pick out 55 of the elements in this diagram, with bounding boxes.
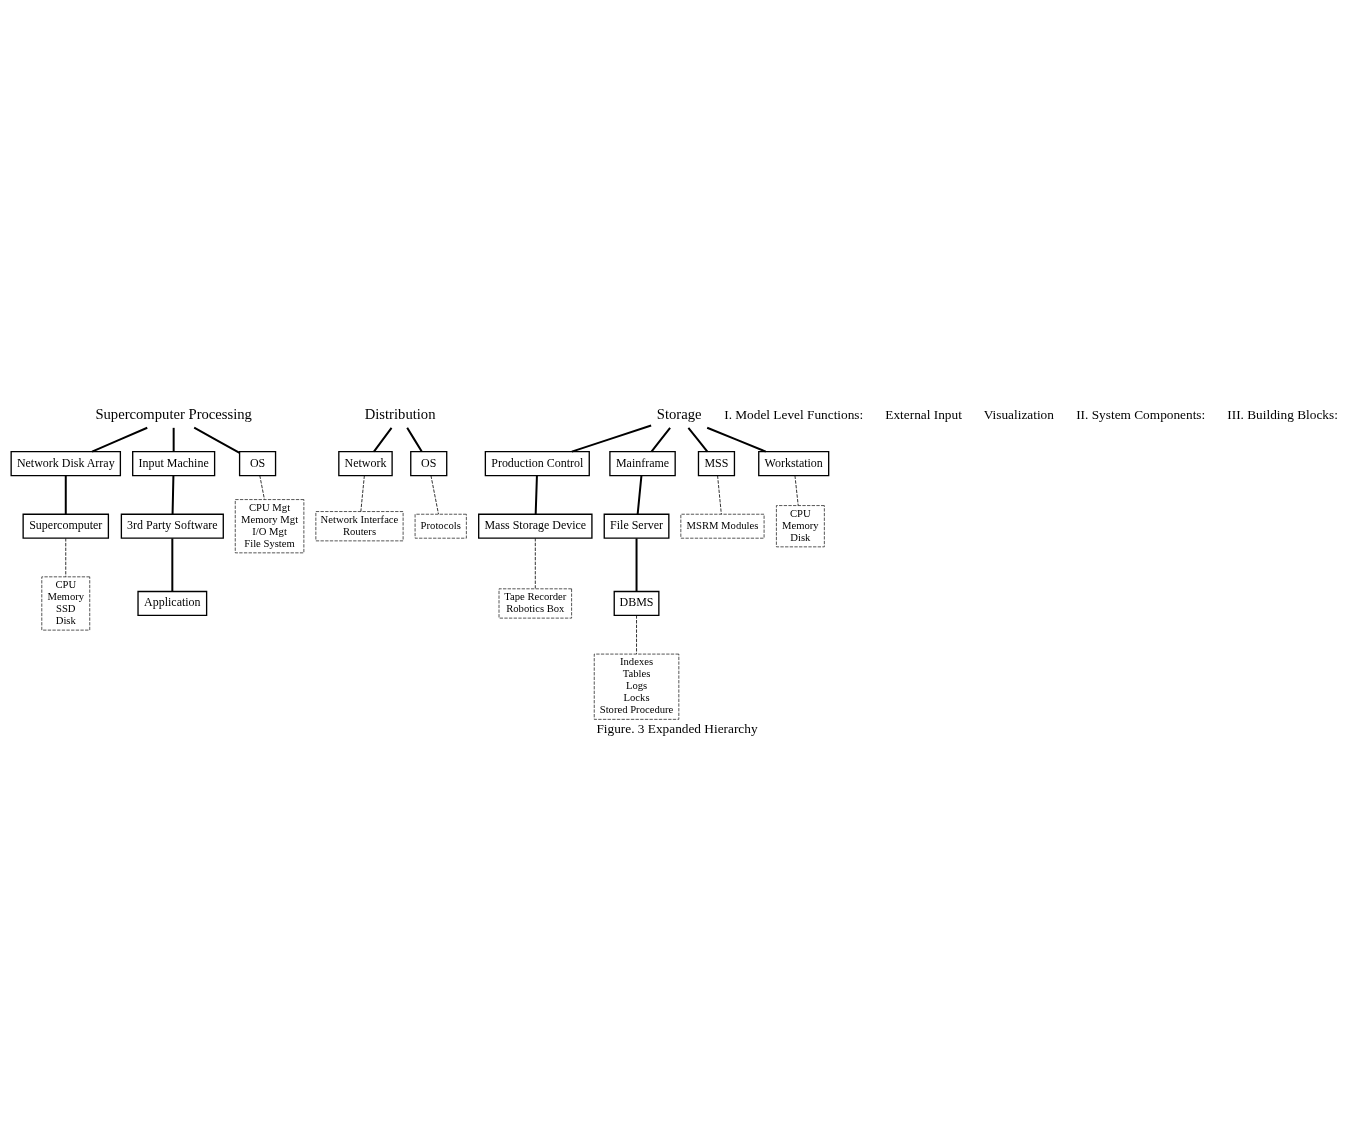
node-box: Mass Storage Device xyxy=(478,513,593,539)
connector xyxy=(717,475,722,515)
label: Visualization xyxy=(983,406,1054,422)
node-box: Workstation xyxy=(758,450,830,477)
node-box: CPU Mgt Memory Mgt I/O Mgt File System xyxy=(234,499,305,554)
connector xyxy=(259,475,265,500)
node-box: Indexes Tables Logs Locks Stored Procedure xyxy=(593,653,680,720)
connector xyxy=(534,538,536,589)
connector xyxy=(430,475,439,515)
node-box: MSRM Modules xyxy=(680,513,765,539)
node-box: Network Disk Array xyxy=(10,450,122,477)
node-box: CPU Memory Disk xyxy=(776,505,825,548)
node-box: MSS xyxy=(697,450,736,477)
node-box: Input Machine xyxy=(132,450,216,477)
node-box: Tape Recorder Robotics Box xyxy=(498,588,572,619)
node-box: OS xyxy=(410,450,448,477)
connector xyxy=(635,537,638,593)
label: III. Building Blocks: xyxy=(1227,406,1338,422)
node-box: Network Interface Routers xyxy=(315,511,404,542)
connector xyxy=(794,475,799,506)
node-box: Supercomputer xyxy=(22,513,110,539)
connector xyxy=(570,424,653,453)
connector xyxy=(360,475,365,512)
node-box: Mainframe xyxy=(609,450,676,477)
node-box: DBMS xyxy=(613,590,660,617)
connector xyxy=(534,474,538,516)
node-box: Network xyxy=(338,450,393,477)
connector xyxy=(172,426,175,453)
connector xyxy=(193,426,241,454)
node-box: Protocols xyxy=(414,513,467,539)
node-text: Supercomputer Processing xyxy=(95,406,252,423)
connector xyxy=(406,426,423,453)
connector xyxy=(650,426,672,453)
node-box: 3rd Party Software xyxy=(120,513,224,539)
caption: Figure. 3 Expanded Hierarchy xyxy=(596,720,758,736)
label: II. System Components: xyxy=(1076,406,1206,422)
node-text: Distribution xyxy=(364,406,436,423)
connector xyxy=(636,615,637,655)
connector xyxy=(65,538,67,578)
node-text: Storage xyxy=(656,406,702,423)
node-box: Application xyxy=(137,590,208,617)
connector xyxy=(171,474,175,516)
connector xyxy=(91,426,149,453)
node-box: CPU Memory SSD Disk xyxy=(41,576,91,631)
connector xyxy=(372,426,393,453)
label: I. Model Level Functions: xyxy=(724,406,864,422)
node-box: OS xyxy=(238,450,277,477)
connector xyxy=(706,426,767,453)
connector xyxy=(636,474,643,516)
node-box: File Server xyxy=(603,513,670,539)
node-box: Production Control xyxy=(484,450,590,477)
connector xyxy=(171,537,174,593)
connector xyxy=(64,474,67,516)
connector xyxy=(687,426,709,453)
label: External Input xyxy=(885,406,962,422)
